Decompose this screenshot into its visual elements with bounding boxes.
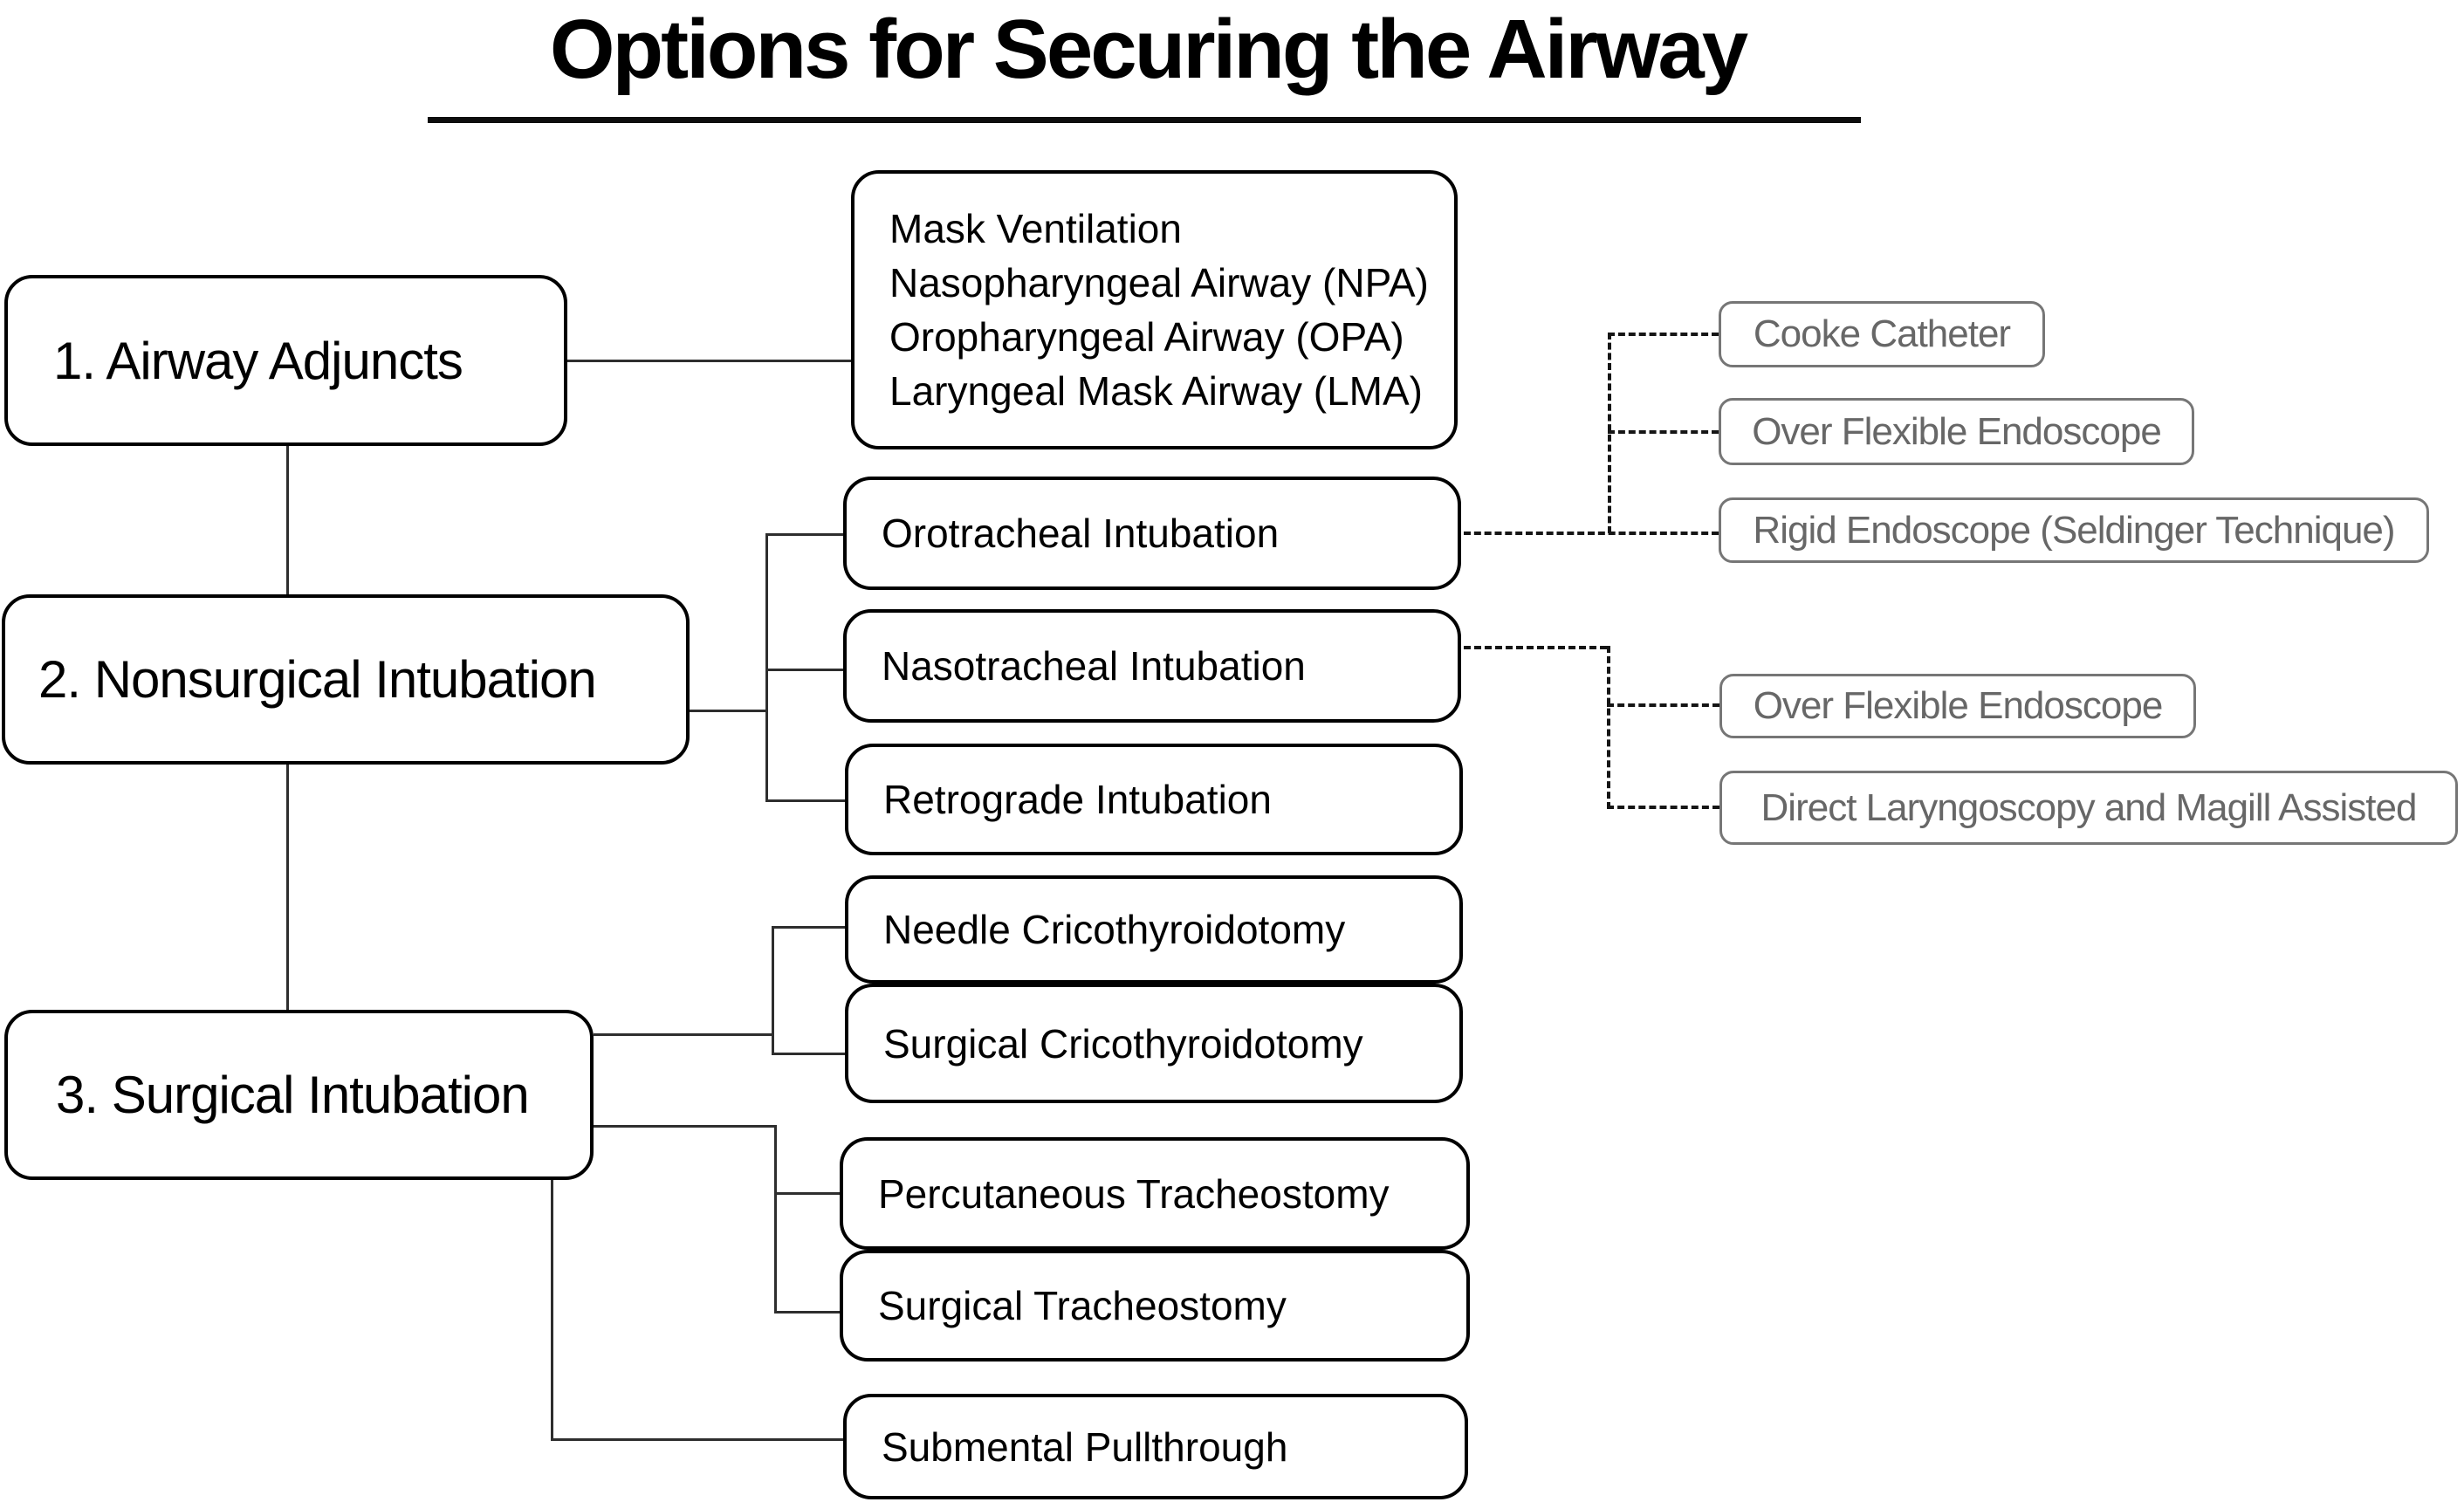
node-surgical-intubation: 3. Surgical Intubation: [4, 1010, 594, 1180]
adjunct-line: Oropharyngeal Airway (OPA): [889, 314, 1404, 360]
node-label: Orotracheal Intubation: [882, 511, 1280, 556]
node-label: Percutaneous Tracheostomy: [878, 1170, 1390, 1217]
adjunct-line: Mask Ventilation: [889, 206, 1182, 251]
connector-adjuncts: [567, 360, 851, 362]
node-nasotracheal-intubation: Nasotracheal Intubation: [843, 609, 1461, 723]
connector-surgical-crico: [774, 1053, 845, 1055]
node-label: Direct Laryngoscopy and Magill Assisted: [1760, 785, 2418, 829]
node-direct-laryngoscopy-magill: Direct Laryngoscopy and Magill Assisted: [1719, 771, 2458, 845]
node-label: 1. Airway Adjuncts: [53, 331, 463, 390]
node-label: Surgical Tracheostomy: [878, 1283, 1287, 1328]
connector-surgical-trach-bracket: [594, 1125, 777, 1128]
connector-orotracheal: [768, 533, 843, 536]
node-label: Rigid Endoscope (Seldinger Technique): [1753, 508, 2395, 552]
node-nonsurgical-intubation: 2. Nonsurgical Intubation: [2, 594, 690, 765]
connector-submental-vertical: [551, 1180, 553, 1440]
dashed-orotracheal-out: [1464, 532, 1719, 535]
node-label: Retrograde Intubation: [883, 777, 1272, 822]
connector-percutaneous-trach: [777, 1192, 840, 1195]
node-surgical-cricothyroidotomy: Surgical Cricothyroidotomy: [845, 984, 1463, 1103]
node-over-flexible-endoscope-naso: Over Flexible Endoscope: [1719, 674, 2196, 738]
connector-submental-horizontal: [551, 1438, 843, 1441]
connector-surgical-trach: [777, 1311, 840, 1314]
node-adjuncts-list: Mask Ventilation Nasopharyngeal Airway (…: [851, 170, 1458, 449]
bracket-nonsurgical: [765, 533, 768, 802]
adjunct-line: Laryngeal Mask Airway (LMA): [889, 368, 1423, 414]
connector-nasotracheal: [768, 669, 843, 671]
node-label: Surgical Cricothyroidotomy: [883, 1020, 1363, 1067]
dashed-nasotracheal-out: [1464, 646, 1607, 649]
dashed-over-flexible-naso: [1607, 703, 1719, 707]
dashed-bracket-nasotracheal: [1607, 646, 1610, 809]
node-cooke-catheter: Cooke Catheter: [1719, 301, 2045, 367]
dashed-direct-laryngoscopy: [1607, 806, 1719, 809]
node-label: 3. Surgical Intubation: [56, 1066, 530, 1124]
node-label: Nasotracheal Intubation: [882, 643, 1306, 689]
bracket-tracheostomy: [774, 1125, 777, 1314]
node-label: Over Flexible Endoscope: [1752, 409, 2162, 453]
dashed-cooke-catheter: [1608, 333, 1719, 336]
node-orotracheal-intubation: Orotracheal Intubation: [843, 477, 1461, 590]
bracket-cricothyroidotomy: [772, 926, 774, 1055]
node-label: Needle Cricothyroidotomy: [883, 907, 1346, 952]
connector-needle-crico: [774, 926, 845, 929]
dashed-over-flexible-oro: [1608, 430, 1719, 434]
node-label: Over Flexible Endoscope: [1753, 684, 2164, 727]
node-percutaneous-tracheostomy: Percutaneous Tracheostomy: [840, 1137, 1470, 1250]
node-surgical-tracheostomy: Surgical Tracheostomy: [840, 1250, 1470, 1362]
connector-nonsurgical-bracket: [690, 710, 766, 712]
node-airway-adjuncts: 1. Airway Adjuncts: [4, 275, 567, 446]
connector-trunk-1-2: [286, 446, 289, 596]
node-label: Submental Pullthrough: [882, 1423, 1288, 1470]
node-submental-pullthrough: Submental Pullthrough: [843, 1394, 1468, 1499]
node-label: Cooke Catheter: [1753, 312, 2011, 355]
title-underline: [428, 117, 1861, 123]
connector-surgical-crico-bracket: [594, 1033, 772, 1036]
connector-trunk-2-3: [286, 765, 289, 1012]
node-rigid-endoscope-seldinger: Rigid Endoscope (Seldinger Technique): [1719, 497, 2429, 563]
node-over-flexible-endoscope-oro: Over Flexible Endoscope: [1719, 398, 2194, 465]
connector-retrograde: [768, 799, 845, 802]
node-retrograde-intubation: Retrograde Intubation: [845, 744, 1463, 855]
diagram-title: Options for Securing the Airway: [549, 3, 1748, 96]
node-label: 2. Nonsurgical Intubation: [38, 650, 597, 709]
adjunct-line: Nasopharyngeal Airway (NPA): [889, 260, 1429, 305]
node-needle-cricothyroidotomy: Needle Cricothyroidotomy: [845, 875, 1463, 984]
